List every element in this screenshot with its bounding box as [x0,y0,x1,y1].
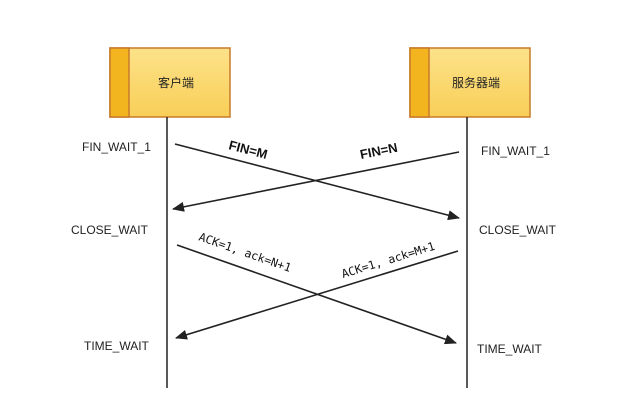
server-state-close-wait: CLOSE_WAIT [479,223,557,237]
server-box: 服务器端 [409,47,531,118]
client-state-time-wait: TIME_WAIT [84,339,150,353]
client-state-fin-wait-1: FIN_WAIT_1 [82,140,151,154]
server-ack-arrow [175,250,459,340]
server-ack-label: ACK=1, ack=M+1 [340,239,437,281]
server-state-time-wait: TIME_WAIT [477,342,543,356]
server-label: 服务器端 [452,75,500,90]
client-fin-label: FIN=M [227,137,269,161]
client-state-close-wait: CLOSE_WAIT [71,223,149,237]
server-state-fin-wait-1: FIN_WAIT_1 [481,144,550,158]
server-fin-label: FIN=N [359,140,399,162]
client-box: 客户端 [109,47,231,118]
client-label: 客户端 [158,75,194,90]
server-fin-arrow [172,151,460,212]
